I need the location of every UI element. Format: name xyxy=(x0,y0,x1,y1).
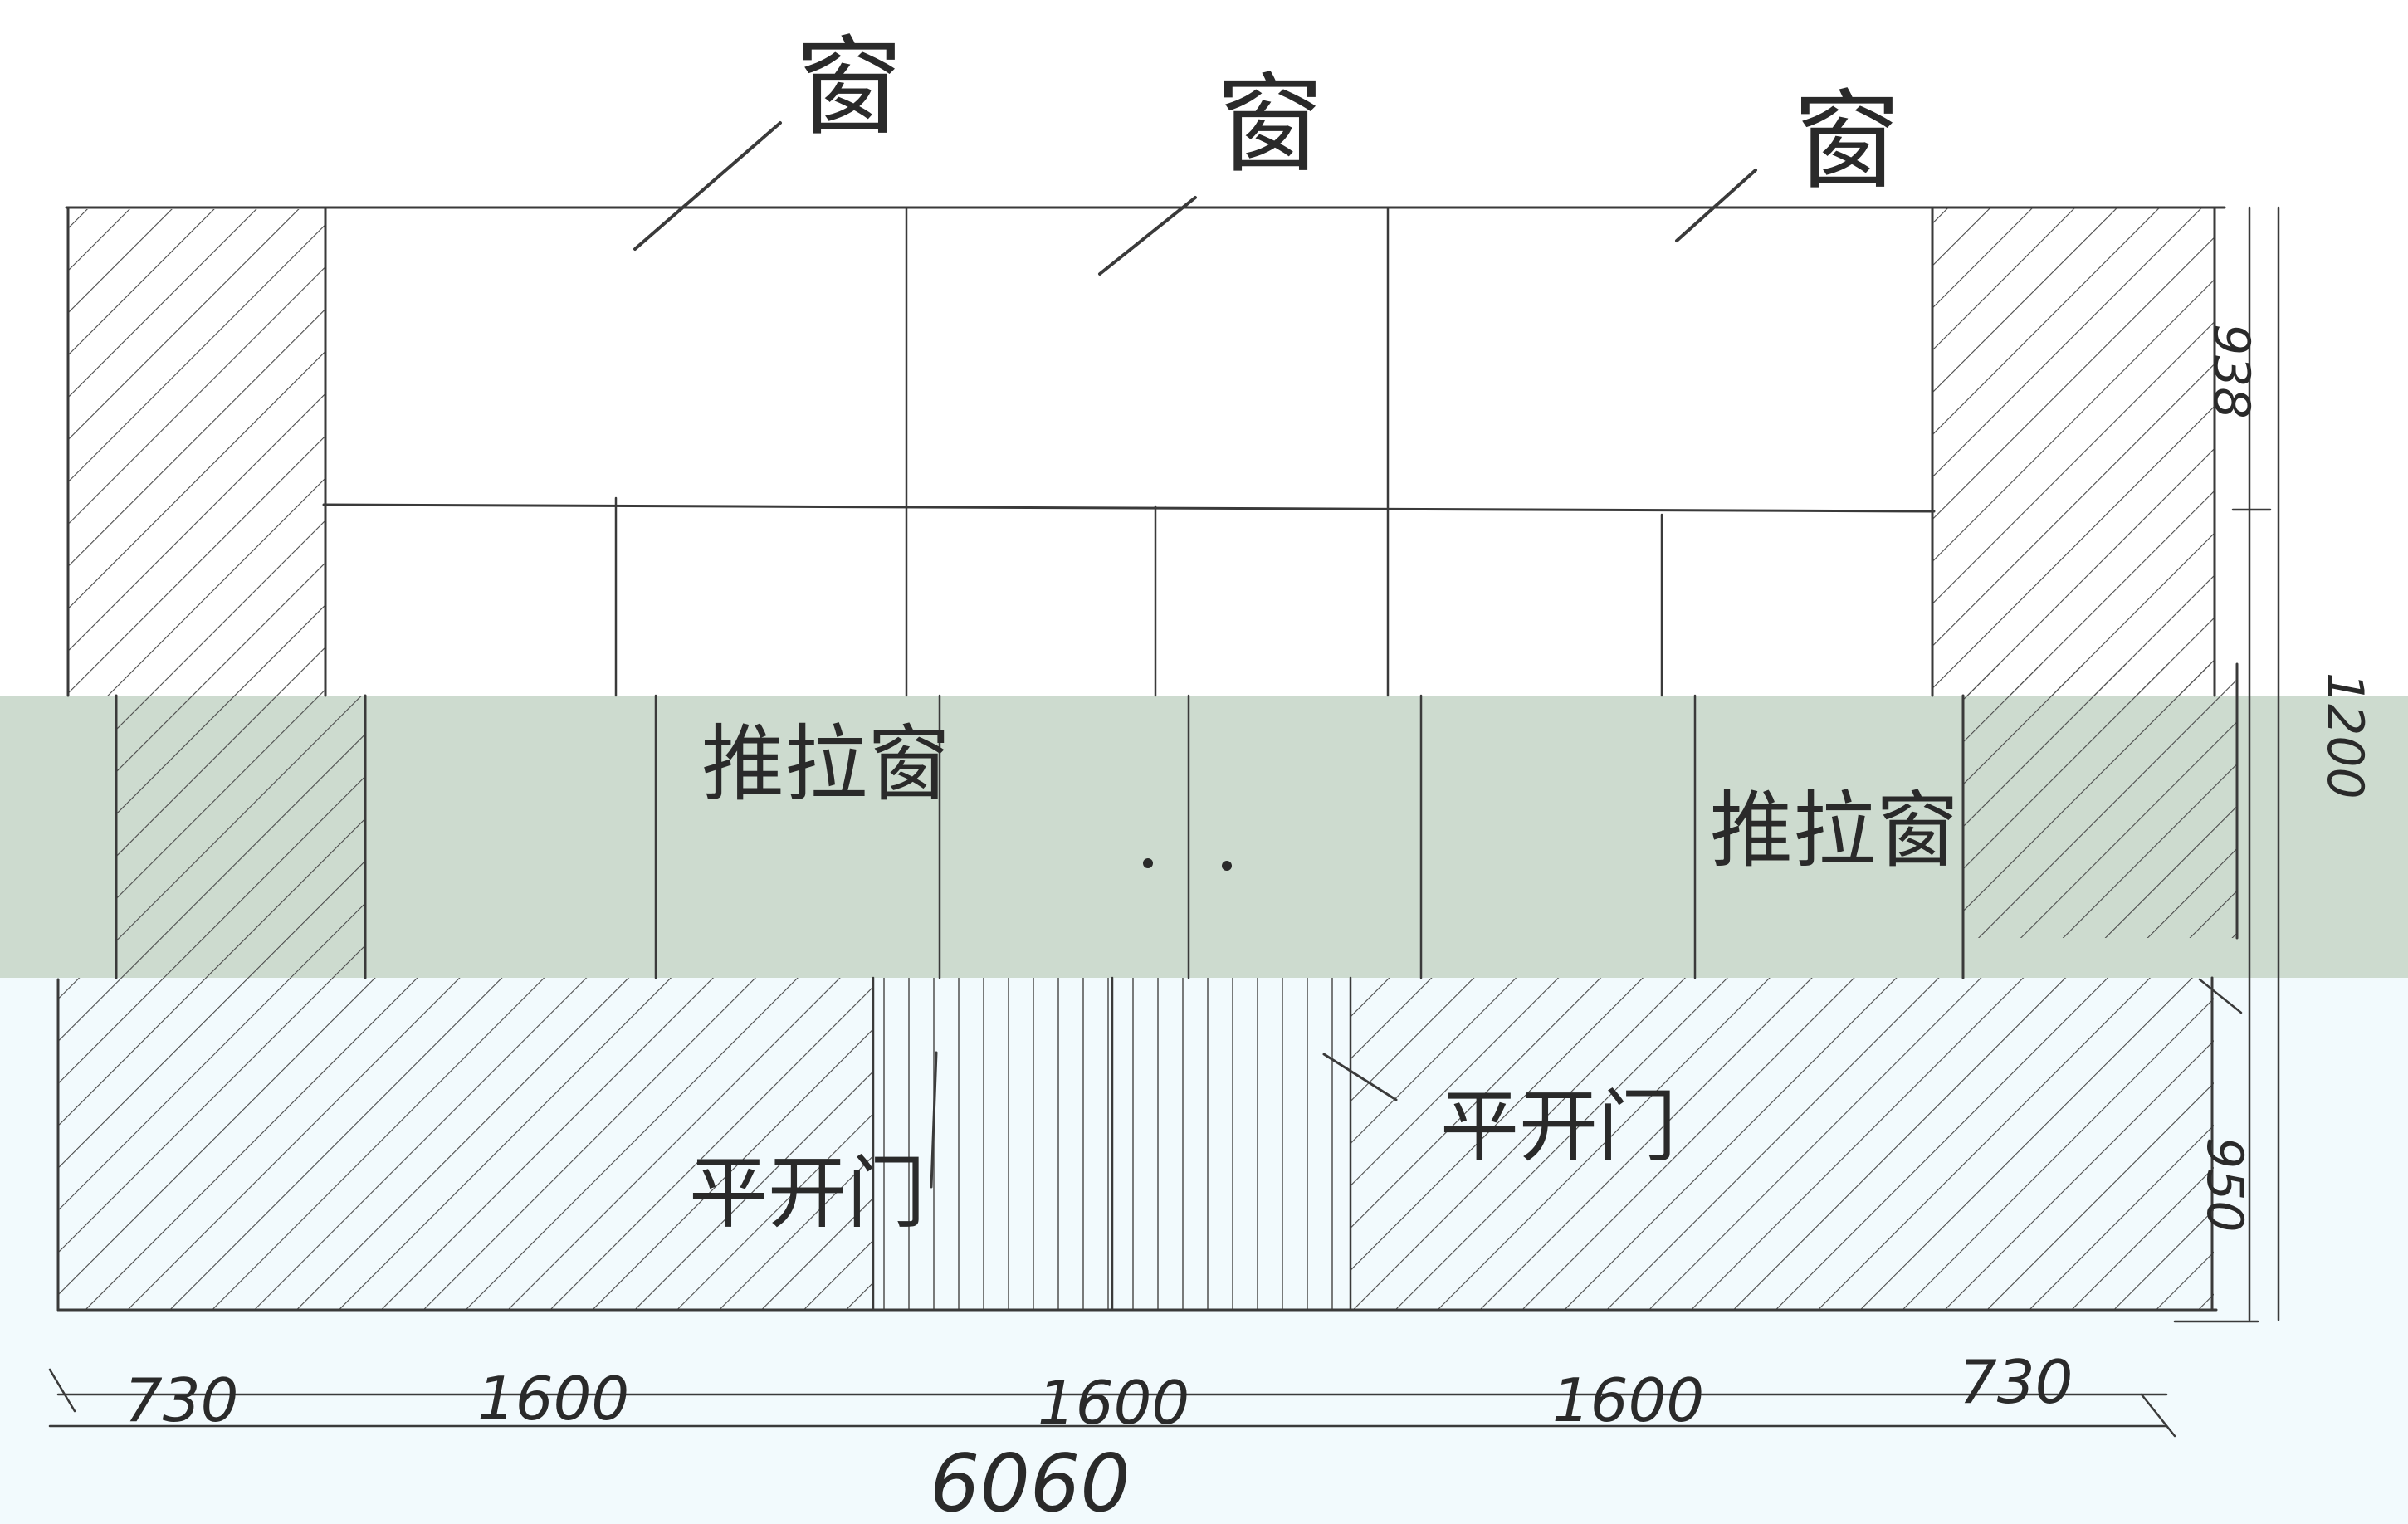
dim-right-2: 1200 xyxy=(2316,672,2374,799)
dim-bottom-3: 1600 xyxy=(1038,1368,1189,1438)
outline xyxy=(56,206,2239,1312)
label-window-1: 窗 xyxy=(795,24,903,150)
wall-right-middle xyxy=(1963,664,2237,938)
label-window-2: 窗 xyxy=(1216,61,1324,188)
label-door-left: 平开门 xyxy=(689,1148,926,1239)
dim-bottom-4: 1600 xyxy=(1552,1365,1704,1435)
dim-right-1: 938 xyxy=(2202,324,2260,419)
label-sliding-window-right: 推拉窗 xyxy=(1710,782,1959,879)
dim-bottom-5: 730 xyxy=(1959,1347,2073,1417)
dim-bottom-2: 1600 xyxy=(477,1364,629,1434)
label-door-right: 平开门 xyxy=(1440,1082,1677,1173)
wall-lower-left xyxy=(58,978,873,1310)
dim-bottom-1: 730 xyxy=(125,1365,238,1435)
dot-1 xyxy=(1143,858,1153,868)
wall-lower-right xyxy=(1351,978,2214,1310)
dimension-lines xyxy=(48,206,2280,1438)
dot-2 xyxy=(1222,861,1232,871)
label-sliding-window-left: 推拉窗 xyxy=(701,716,950,813)
dim-total: 6060 xyxy=(930,1439,1131,1524)
wall-left-upper xyxy=(68,209,325,696)
dim-right-3: 950 xyxy=(2196,1137,2254,1233)
leaders xyxy=(633,121,1757,1189)
wall-left-middle xyxy=(116,696,365,978)
wall-right-upper xyxy=(1932,208,2215,696)
label-window-3: 窗 xyxy=(1793,78,1901,204)
